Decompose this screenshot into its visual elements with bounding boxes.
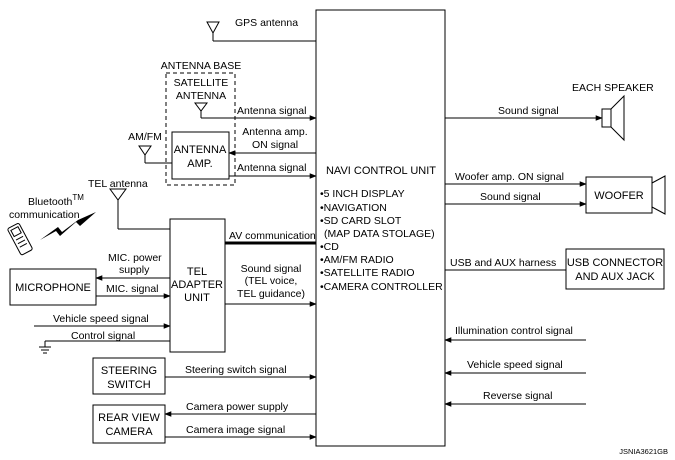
antenna-amp-label-1: ANTENNA [174, 144, 227, 156]
mobile-phone-icon [7, 223, 33, 256]
sound-tel-label-1: Sound signal [241, 263, 302, 275]
navi-item: (MAP DATA STOLAGE) [324, 228, 435, 240]
steering-switch-signal-label: Steering switch signal [185, 364, 287, 376]
mic-power-label-2: supply [119, 264, 150, 276]
reference-code: JSNIA3621GB [619, 447, 668, 456]
vehicle-speed-right-label: Vehicle speed signal [467, 359, 563, 371]
woofer-label: WOOFER [594, 190, 644, 202]
camera-image-signal-label: Camera image signal [186, 424, 285, 436]
antenna-base-label: ANTENNA BASE [161, 60, 242, 72]
usb-connector-box [565, 248, 665, 290]
navi-item: •CAMERA CONTROLLER [320, 281, 443, 293]
tel-adapter-label-1: TEL [187, 266, 207, 278]
steering-switch-box [92, 357, 166, 395]
bluetooth-label: BluetoothTM [28, 193, 84, 208]
satellite-antenna-label-2: ANTENNA [176, 90, 226, 102]
navi-item: •AM/FM RADIO [320, 254, 394, 266]
rear-view-camera-label-1: REAR VIEW [98, 412, 160, 424]
gps-antenna-icon [206, 21, 220, 41]
vehicle-speed-left-label: Vehicle speed signal [53, 313, 149, 325]
rear-view-camera-box [92, 404, 166, 444]
rear-view-camera-label-2: CAMERA [105, 426, 153, 438]
sound-woofer-label: Sound signal [480, 191, 541, 203]
sound-tel-label-3: TEL guidance) [237, 288, 305, 300]
antenna-amp-on-label-2: ON signal [252, 139, 298, 151]
bluetooth-wave-icon [40, 212, 96, 240]
control-signal-label: Control signal [71, 330, 135, 342]
mic-signal-label: MIC. signal [106, 283, 159, 295]
sound-speaker-label: Sound signal [498, 105, 559, 117]
sound-tel-label-2: (TEL voice, [245, 275, 298, 287]
antenna-signal-sat-label: Antenna signal [237, 105, 306, 117]
am-fm-label: AM/FM [128, 131, 162, 143]
each-speaker-label: EACH SPEAKER [572, 82, 654, 94]
microphone-box [9, 268, 97, 306]
navi-item: •SATELLITE RADIO [320, 267, 415, 279]
usb-aux-harness-label: USB and AUX harness [450, 257, 556, 269]
navi-item: •5 INCH DISPLAY [320, 188, 405, 200]
bluetooth-label-2: communication [9, 209, 80, 221]
satellite-antenna-icon [194, 102, 208, 118]
illumination-control-label: Illumination control signal [455, 325, 573, 337]
tel-antenna-label: TEL antenna [88, 178, 148, 190]
microphone-label: MICROPHONE [15, 282, 91, 294]
speaker-icon [601, 94, 625, 142]
woofer-amp-on-label: Woofer amp. ON signal [455, 171, 564, 183]
woofer-cone-icon [651, 175, 666, 215]
camera-power-supply-label: Camera power supply [186, 401, 289, 413]
navi-title: NAVI CONTROL UNIT [326, 165, 436, 177]
usb-connector-label-2: AND AUX JACK [575, 271, 655, 283]
steering-switch-label-1: STEERING [101, 365, 157, 377]
navi-item: •CD [320, 241, 339, 253]
mic-power-label-1: MIC. power [108, 252, 162, 264]
navi-item: •NAVIGATION [320, 202, 387, 214]
antenna-signal-amp-label: Antenna signal [237, 162, 306, 174]
tel-adapter-label-3: UNIT [184, 292, 210, 304]
navi-item: •SD CARD SLOT [320, 215, 402, 227]
satellite-antenna-label-1: SATELLITE [174, 77, 229, 89]
antenna-amp-label-2: AMP. [187, 158, 212, 170]
steering-switch-label-2: SWITCH [107, 379, 150, 391]
am-fm-antenna-icon [138, 145, 152, 163]
av-communication-label: AV communication [229, 230, 316, 242]
antenna-amp-on-label-1: Antenna amp. [242, 126, 307, 138]
navi-control-unit-box [315, 9, 446, 447]
tel-adapter-unit-box [169, 218, 226, 353]
gps-antenna-label: GPS antenna [235, 17, 298, 29]
woofer-box [585, 176, 653, 214]
tel-antenna-icon [109, 188, 127, 229]
ground-icon [39, 341, 51, 354]
reverse-signal-label: Reverse signal [483, 390, 552, 402]
tel-adapter-label-2: ADAPTER [171, 279, 223, 291]
navi-feature-list: •5 INCH DISPLAY •NAVIGATION •SD CARD SLO… [320, 188, 443, 293]
usb-connector-label-1: USB CONNECTOR [567, 257, 663, 269]
